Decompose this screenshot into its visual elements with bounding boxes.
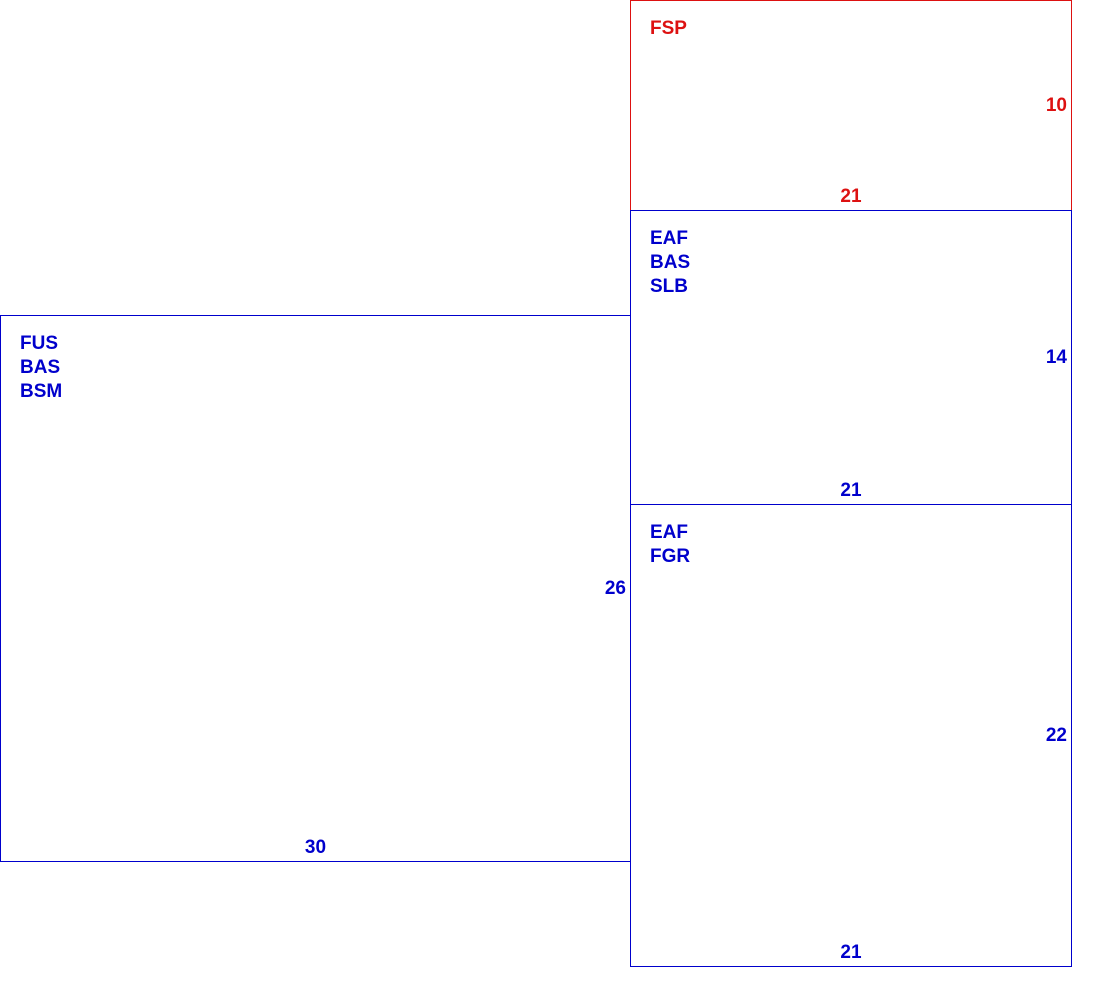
room-codes: FUS BAS BSM <box>20 332 62 404</box>
room-height-label: 22 <box>1045 724 1067 746</box>
room-codes: EAF BAS SLB <box>650 227 690 299</box>
room-eaf-bas-slb[interactable]: EAF BAS SLB 14 21 <box>630 210 1072 505</box>
room-height-label: 10 <box>1045 94 1067 116</box>
room-width-label: 21 <box>840 480 862 501</box>
room-fus-bas-bsm[interactable]: FUS BAS BSM 26 30 <box>0 315 631 862</box>
room-code: SLB <box>650 276 688 297</box>
room-code: EAF <box>650 228 688 249</box>
room-code: FUS <box>20 333 58 354</box>
room-height-label: 26 <box>604 577 626 599</box>
room-height-label: 14 <box>1045 346 1067 368</box>
room-code: BAS <box>650 252 691 273</box>
room-width-label: 30 <box>304 837 327 858</box>
room-code: BAS <box>20 357 61 378</box>
room-code: EAF <box>650 522 688 543</box>
room-fsp[interactable]: FSP 10 21 <box>630 0 1072 211</box>
room-eaf-fgr[interactable]: EAF FGR 22 21 <box>630 504 1072 967</box>
room-width-label: 21 <box>840 186 862 207</box>
room-code: FGR <box>650 546 691 567</box>
room-codes: EAF FGR <box>650 521 690 569</box>
room-width-label: 21 <box>840 942 862 963</box>
room-codes: FSP <box>650 17 687 41</box>
room-code: BSM <box>20 381 63 402</box>
room-code: FSP <box>650 18 687 39</box>
